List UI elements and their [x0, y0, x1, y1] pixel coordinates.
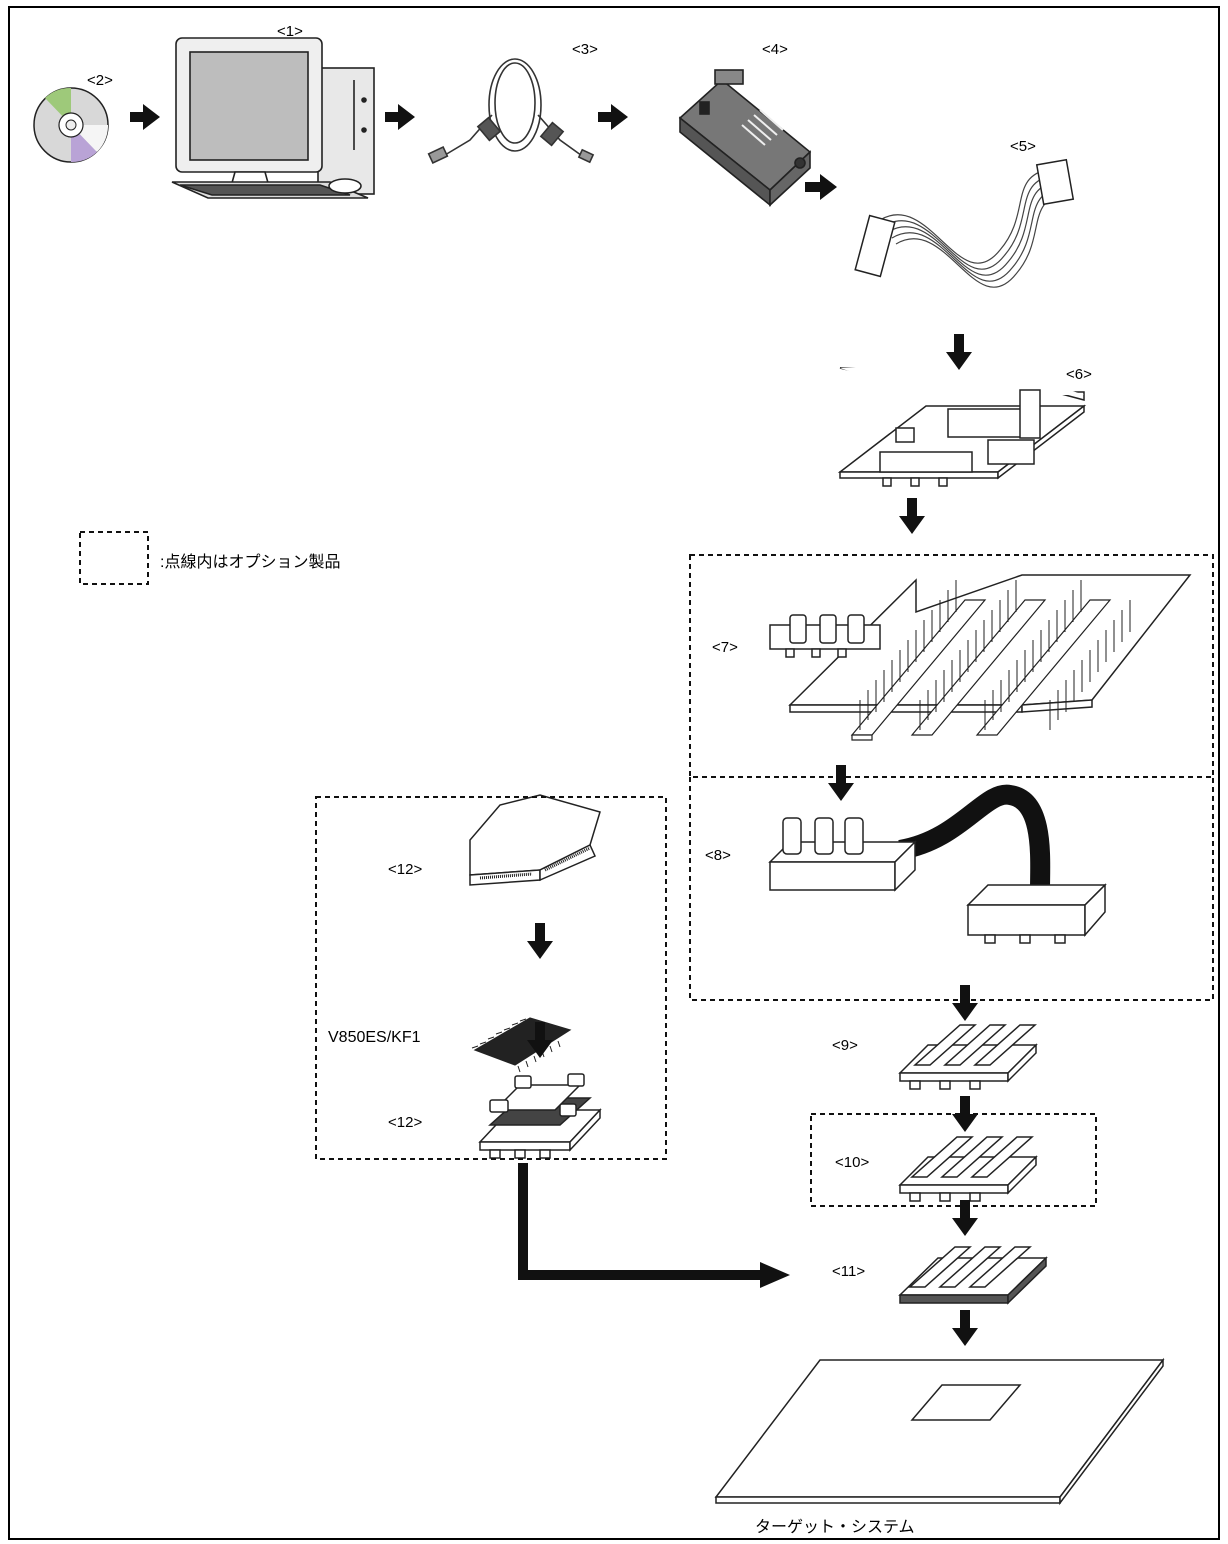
pin-adapter-board-icon: [770, 575, 1190, 740]
label-2: <2>: [87, 73, 113, 88]
socket-adapter-9-icon: [900, 1025, 1036, 1089]
target-system-label: ターゲット・システム: [755, 1513, 915, 1537]
pc-icon: [172, 38, 374, 198]
label-3: <3>: [572, 42, 598, 57]
ic-chip-icon: [472, 1018, 570, 1072]
socket-assembly-icon: [480, 1074, 600, 1158]
usb-cable-icon: [429, 59, 593, 163]
label-4: <4>: [762, 42, 788, 57]
label-11: <11>: [832, 1264, 865, 1279]
legend-text: :点線内はオプション製品: [160, 548, 340, 572]
target-board-icon: [716, 1360, 1163, 1503]
socket-adapter-10-icon: [900, 1137, 1036, 1201]
ribbon-cable-icon: [855, 160, 1073, 288]
label-1: <1>: [277, 24, 303, 39]
socket-top-icon: [470, 795, 600, 885]
label-7: <7>: [712, 640, 738, 655]
cd-icon: [34, 88, 108, 162]
label-12-assembly: <12>: [388, 1115, 422, 1130]
label-6: <6>: [1066, 367, 1092, 382]
label-8: <8>: [705, 848, 731, 863]
device-label: V850ES/KF1: [328, 1030, 421, 1046]
label-5: <5>: [1010, 139, 1036, 154]
label-12-socket: <12>: [388, 862, 422, 877]
interface-board-icon: [840, 368, 1086, 400]
emulator-icon: [680, 70, 810, 205]
socket-adapter-11-icon: [900, 1247, 1046, 1303]
extension-cable-icon: [770, 795, 1105, 943]
label-9: <9>: [832, 1038, 858, 1053]
label-10: <10>: [835, 1155, 869, 1170]
